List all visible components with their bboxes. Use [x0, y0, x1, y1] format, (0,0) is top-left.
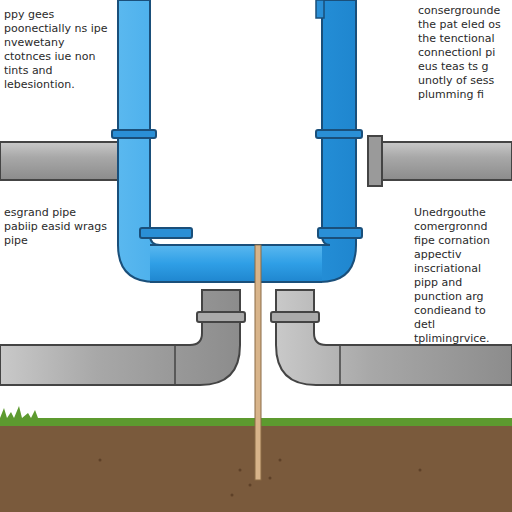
pipe-collar: [112, 130, 156, 138]
text-block: Unedrgouthe comergronnd fipe cornation a…: [414, 206, 508, 346]
pipe-collar: [140, 228, 192, 238]
blue-pipe-run: [150, 245, 322, 282]
pipe-collar: [316, 130, 362, 138]
pipe-collar: [318, 228, 362, 238]
pipe-coupling: [271, 312, 319, 322]
text-block: consergrounde the pat eled os the tencti…: [418, 4, 508, 102]
pipe-coupling: [197, 312, 245, 322]
gray-pipe: [378, 142, 512, 180]
gray-elbow-pipe: [0, 290, 240, 385]
text-block: ppy gees poonectially ns ipe nvewetany c…: [4, 8, 112, 92]
pipe-flange: [368, 136, 382, 186]
gray-pipe: [0, 142, 135, 180]
rod: [255, 245, 261, 480]
text-block: esgrand pipe pabiip easid wrags pipe: [4, 206, 112, 248]
blue-pipe: [118, 0, 356, 282]
